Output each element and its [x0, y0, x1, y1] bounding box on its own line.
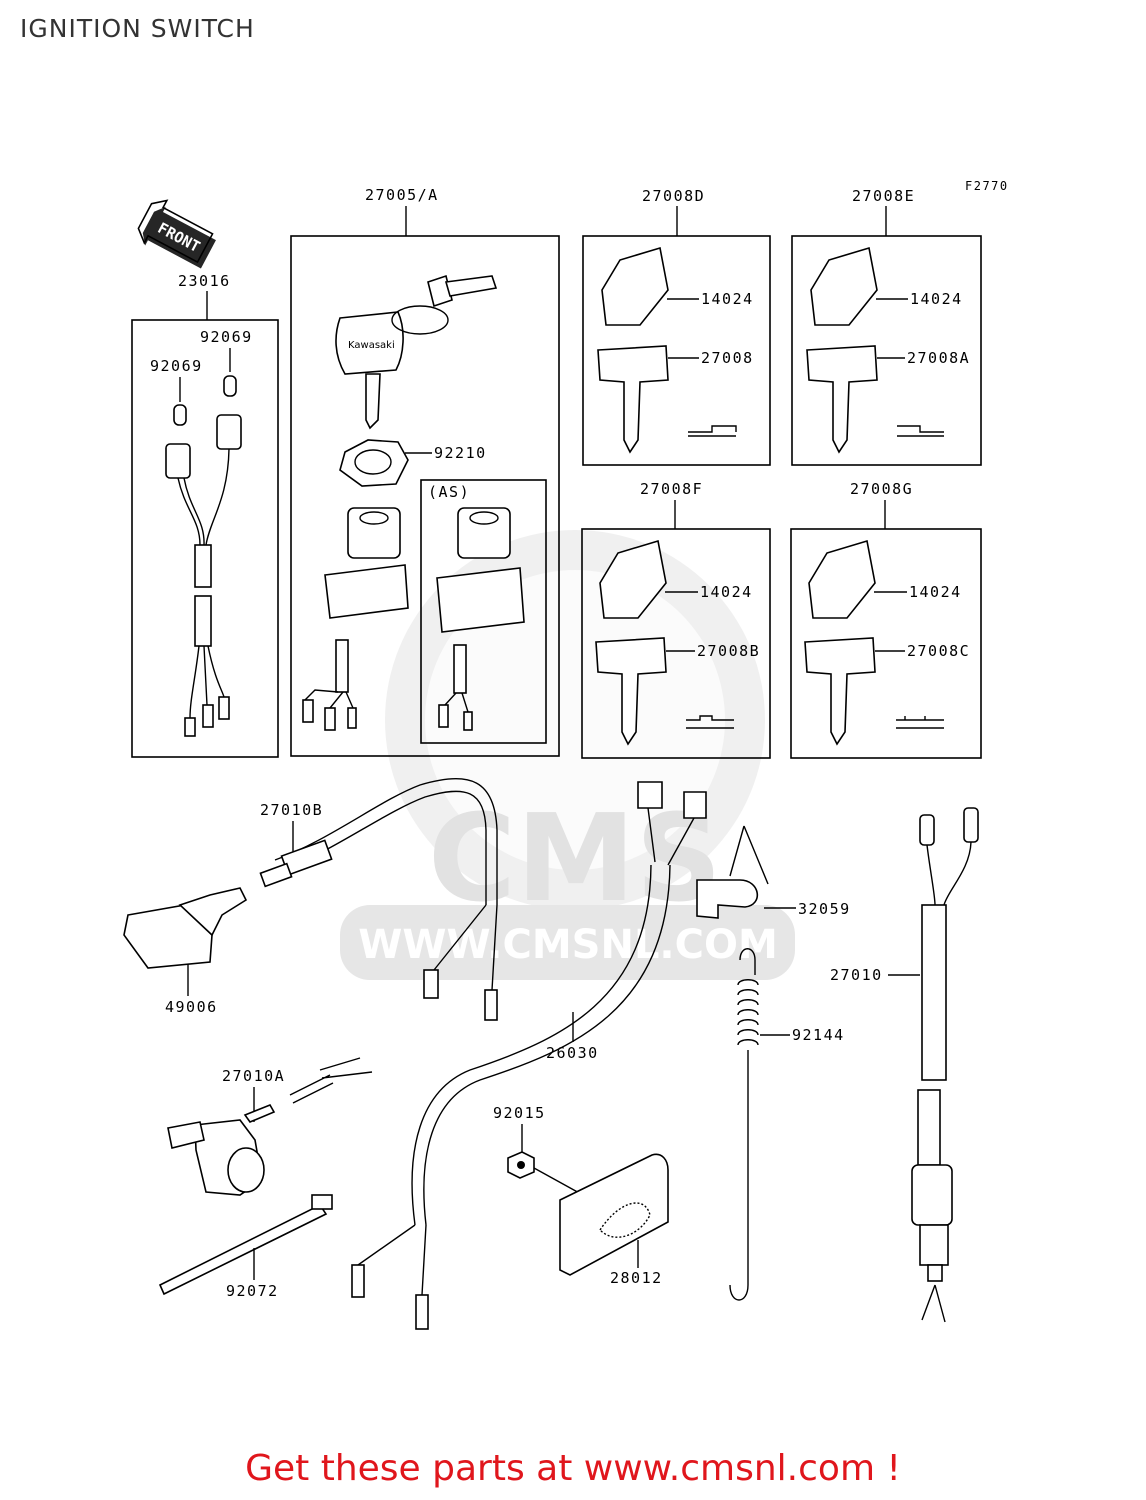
footer-link[interactable]: Get these parts at www.cmsnl.com !: [245, 1448, 901, 1489]
group-32059-92144: 32059 92144: [696, 825, 851, 1301]
callout-14024-d: 14024: [701, 290, 754, 308]
callout-92015: 92015: [493, 1104, 546, 1122]
group-27005A: 27005/A Kawasaki 92210 (AS): [290, 186, 560, 757]
callout-92144: 92144: [792, 1026, 845, 1044]
callout-27010A: 27010A: [222, 1067, 285, 1085]
callout-27008A: 27008A: [907, 349, 970, 367]
callout-92210: 92210: [434, 444, 487, 462]
watermark-site: WWW.CMSNL.COM: [358, 922, 778, 968]
callout-92072: 92072: [226, 1282, 279, 1300]
diagram-title: IGNITION SWITCH: [20, 14, 255, 43]
group-27008E: 27008E 14024 27008A: [791, 187, 982, 466]
callout-27005A: 27005/A: [365, 186, 439, 204]
callout-32059: 32059: [798, 900, 851, 918]
callout-14024-f: 14024: [700, 583, 753, 601]
callout-27008C: 27008C: [907, 642, 970, 660]
callout-27008B: 27008B: [697, 642, 760, 660]
figure-code: F2770: [965, 179, 1009, 193]
group-23016: 23016 92069 92069: [131, 272, 279, 758]
front-arrow: FRONT: [137, 199, 216, 269]
group-27010A: 27010A 92072: [158, 1057, 373, 1300]
callout-27008G: 27008G: [850, 480, 913, 498]
callout-49006: 49006: [165, 998, 218, 1016]
callout-AS: (AS): [428, 483, 470, 501]
callout-27008F: 27008F: [640, 480, 703, 498]
group-27010: 27010: [830, 807, 979, 1323]
callout-14024-g: 14024: [909, 583, 962, 601]
group-26030: 26030: [351, 781, 707, 1330]
callout-92069-left: 92069: [150, 357, 203, 375]
callout-27008D: 27008D: [642, 187, 705, 205]
callout-27008E: 27008E: [852, 187, 915, 205]
group-27008G: 27008G 14024 27008C: [790, 480, 982, 759]
callout-27008: 27008: [701, 349, 754, 367]
group-27010B: 27010B 49006: [123, 777, 498, 1021]
svg-text:Kawasaki: Kawasaki: [348, 340, 395, 351]
callout-92069-right: 92069: [200, 328, 253, 346]
group-92015-28012: 92015 28012: [493, 1104, 669, 1287]
callout-23016: 23016: [178, 272, 231, 290]
group-27008F: 27008F 14024 27008B: [581, 480, 771, 759]
callout-27010: 27010: [830, 966, 883, 984]
callout-28012: 28012: [610, 1269, 663, 1287]
callout-27010B: 27010B: [260, 801, 323, 819]
callout-14024-e: 14024: [910, 290, 963, 308]
callout-26030: 26030: [546, 1044, 599, 1062]
group-27008D: 27008D 14024 27008: [582, 187, 771, 466]
